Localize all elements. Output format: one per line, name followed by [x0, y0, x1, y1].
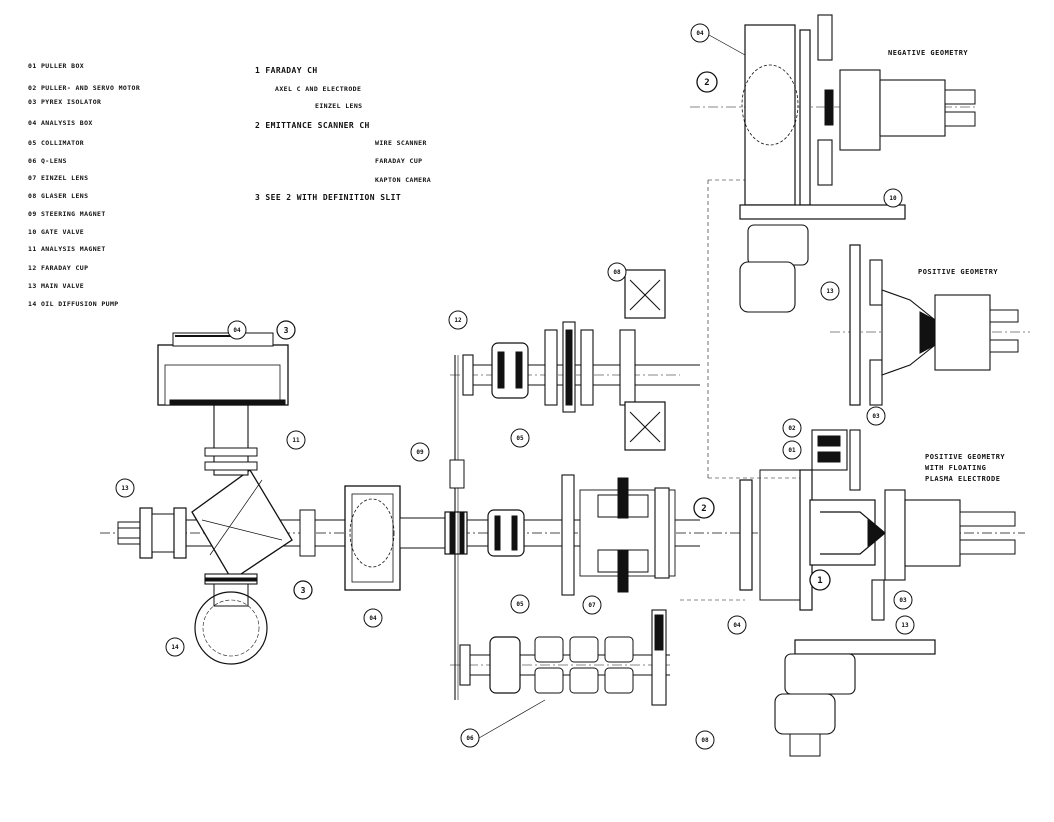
svg-text:08: 08: [701, 737, 709, 744]
callout-03-lower: 03: [893, 590, 913, 610]
svg-text:04: 04: [233, 327, 241, 334]
svg-text:04: 04: [369, 615, 377, 622]
callout-13-upper: 13: [820, 281, 840, 301]
negative-geometry-source: [739, 14, 976, 313]
svg-text:13: 13: [901, 622, 909, 629]
diag-item-1-title: 1 FARADAY CH: [255, 66, 318, 75]
callout-11: 11: [286, 430, 306, 450]
callouts: 04 2 10 13 08 03 12 05: [115, 23, 915, 750]
callout-02: 02: [782, 418, 802, 438]
lower-branch-assembly: [459, 609, 670, 706]
diag-item-3-title: 3 SEE 2 WITH DEFINITION SLIT: [255, 193, 401, 202]
callout-07: 07: [582, 595, 602, 615]
svg-text:02: 02: [788, 425, 796, 432]
floating-geometry-label-2: WITH FLOATING: [925, 464, 986, 472]
legend-item-10: 10 GATE VALVE: [28, 228, 84, 236]
callout-04-left: 04: [227, 320, 247, 340]
callout-01: 01: [782, 440, 802, 460]
callout-13-lower: 13: [895, 615, 915, 635]
callout-06: 06: [460, 699, 546, 748]
legend-item-01: 01 PULLER BOX: [28, 62, 84, 70]
svg-text:3: 3: [284, 326, 289, 335]
main-ion-source: [739, 429, 1016, 757]
pump-and-magnet-assembly: [117, 332, 350, 665]
diag-item-2-line4: KAPTON CAMERA: [375, 176, 431, 184]
svg-text:3: 3: [301, 586, 306, 595]
floating-geometry-label-1: POSITIVE GEOMETRY: [925, 453, 1005, 461]
diag-item-1-line2: AXEL C AND ELECTRODE: [275, 85, 361, 93]
svg-text:12: 12: [454, 317, 462, 324]
legend-item-12: 12 FARADAY CUP: [28, 264, 88, 272]
svg-text:2: 2: [704, 78, 709, 88]
legend-item-06: 06 Q-LENS: [28, 157, 67, 165]
callout-05-lower: 05: [510, 594, 530, 614]
svg-text:04: 04: [733, 622, 741, 629]
analysis-box-assembly: [299, 355, 545, 700]
svg-text:2: 2: [701, 504, 706, 514]
upper-branch-assembly: [462, 269, 700, 451]
vacuum-boundary-lines: [680, 179, 800, 601]
callout-04-lower-mid: 04: [727, 615, 747, 635]
callout-2-mid: 2: [693, 497, 715, 519]
diag-item-2-title: 2 EMITTANCE SCANNER CH: [255, 121, 370, 130]
svg-text:14: 14: [171, 644, 179, 651]
legend-item-07: 07 EINZEL LENS: [28, 174, 88, 182]
legend-item-03: 03 PYREX ISOLATOR: [28, 98, 101, 106]
svg-text:10: 10: [889, 195, 897, 202]
legend-item-02: 02 PULLER- AND SERVO MOTOR: [28, 84, 140, 92]
callout-14: 14: [165, 637, 185, 657]
svg-text:01: 01: [788, 447, 796, 454]
svg-text:08: 08: [613, 269, 621, 276]
legend-item-13: 13 MAIN VALVE: [28, 282, 84, 290]
callout-04-top: 04: [690, 23, 746, 56]
svg-text:1: 1: [817, 576, 822, 586]
svg-text:07: 07: [588, 602, 596, 609]
callout-13-left: 13: [115, 478, 135, 498]
callout-04-bottom: 04: [363, 608, 383, 628]
legend-item-14: 14 OIL DIFFUSION PUMP: [28, 300, 119, 308]
svg-text:03: 03: [872, 413, 880, 420]
geometry-labels: NEGATIVE GEOMETRY POSITIVE GEOMETRY POSI…: [888, 49, 1005, 483]
svg-text:13: 13: [121, 485, 129, 492]
callout-08-top: 08: [607, 262, 627, 282]
diag-item-2-line3: FARADAY CUP: [375, 157, 422, 165]
callout-3-left: 3: [276, 320, 296, 340]
svg-text:13: 13: [826, 288, 834, 295]
callout-2-top: 2: [696, 71, 718, 93]
legend-item-09: 09 STEERING MAGNET: [28, 210, 106, 218]
svg-text:05: 05: [516, 601, 524, 608]
svg-text:05: 05: [516, 435, 524, 442]
svg-text:03: 03: [899, 597, 907, 604]
legend-item-05: 05 COLLIMATOR: [28, 139, 84, 147]
callout-05-upper: 05: [510, 428, 530, 448]
callout-08-bottom: 08: [695, 730, 715, 750]
svg-text:04: 04: [696, 30, 704, 37]
diag-item-2-line2: WIRE SCANNER: [375, 139, 427, 147]
diagnostic-legend: 1 FARADAY CH AXEL C AND ELECTRODE EINZEL…: [255, 66, 431, 202]
callout-09: 09: [410, 442, 430, 462]
callout-3-bottom: 3: [293, 580, 313, 600]
callout-1-main: 1: [809, 569, 831, 591]
positive-geometry-label: POSITIVE GEOMETRY: [918, 268, 998, 276]
callout-12-top: 12: [448, 310, 468, 330]
svg-text:11: 11: [292, 437, 300, 444]
svg-text:09: 09: [416, 449, 424, 456]
legend-item-04: 04 ANALYSIS BOX: [28, 119, 93, 127]
diag-item-1-line3: EINZEL LENS: [315, 102, 362, 110]
middle-branch-assembly: [487, 474, 700, 596]
legend-item-11: 11 ANALYSIS MAGNET: [28, 245, 106, 253]
component-legend: 01 PULLER BOX 02 PULLER- AND SERVO MOTOR…: [28, 62, 140, 308]
callout-10: 10: [883, 188, 903, 208]
floating-geometry-label-3: PLASMA ELECTRODE: [925, 475, 1000, 483]
svg-text:06: 06: [466, 735, 474, 742]
negative-geometry-label: NEGATIVE GEOMETRY: [888, 49, 968, 57]
legend-item-08: 08 GLASER LENS: [28, 192, 88, 200]
positive-geometry-source: [849, 244, 1019, 406]
callout-03: 03: [866, 406, 886, 426]
